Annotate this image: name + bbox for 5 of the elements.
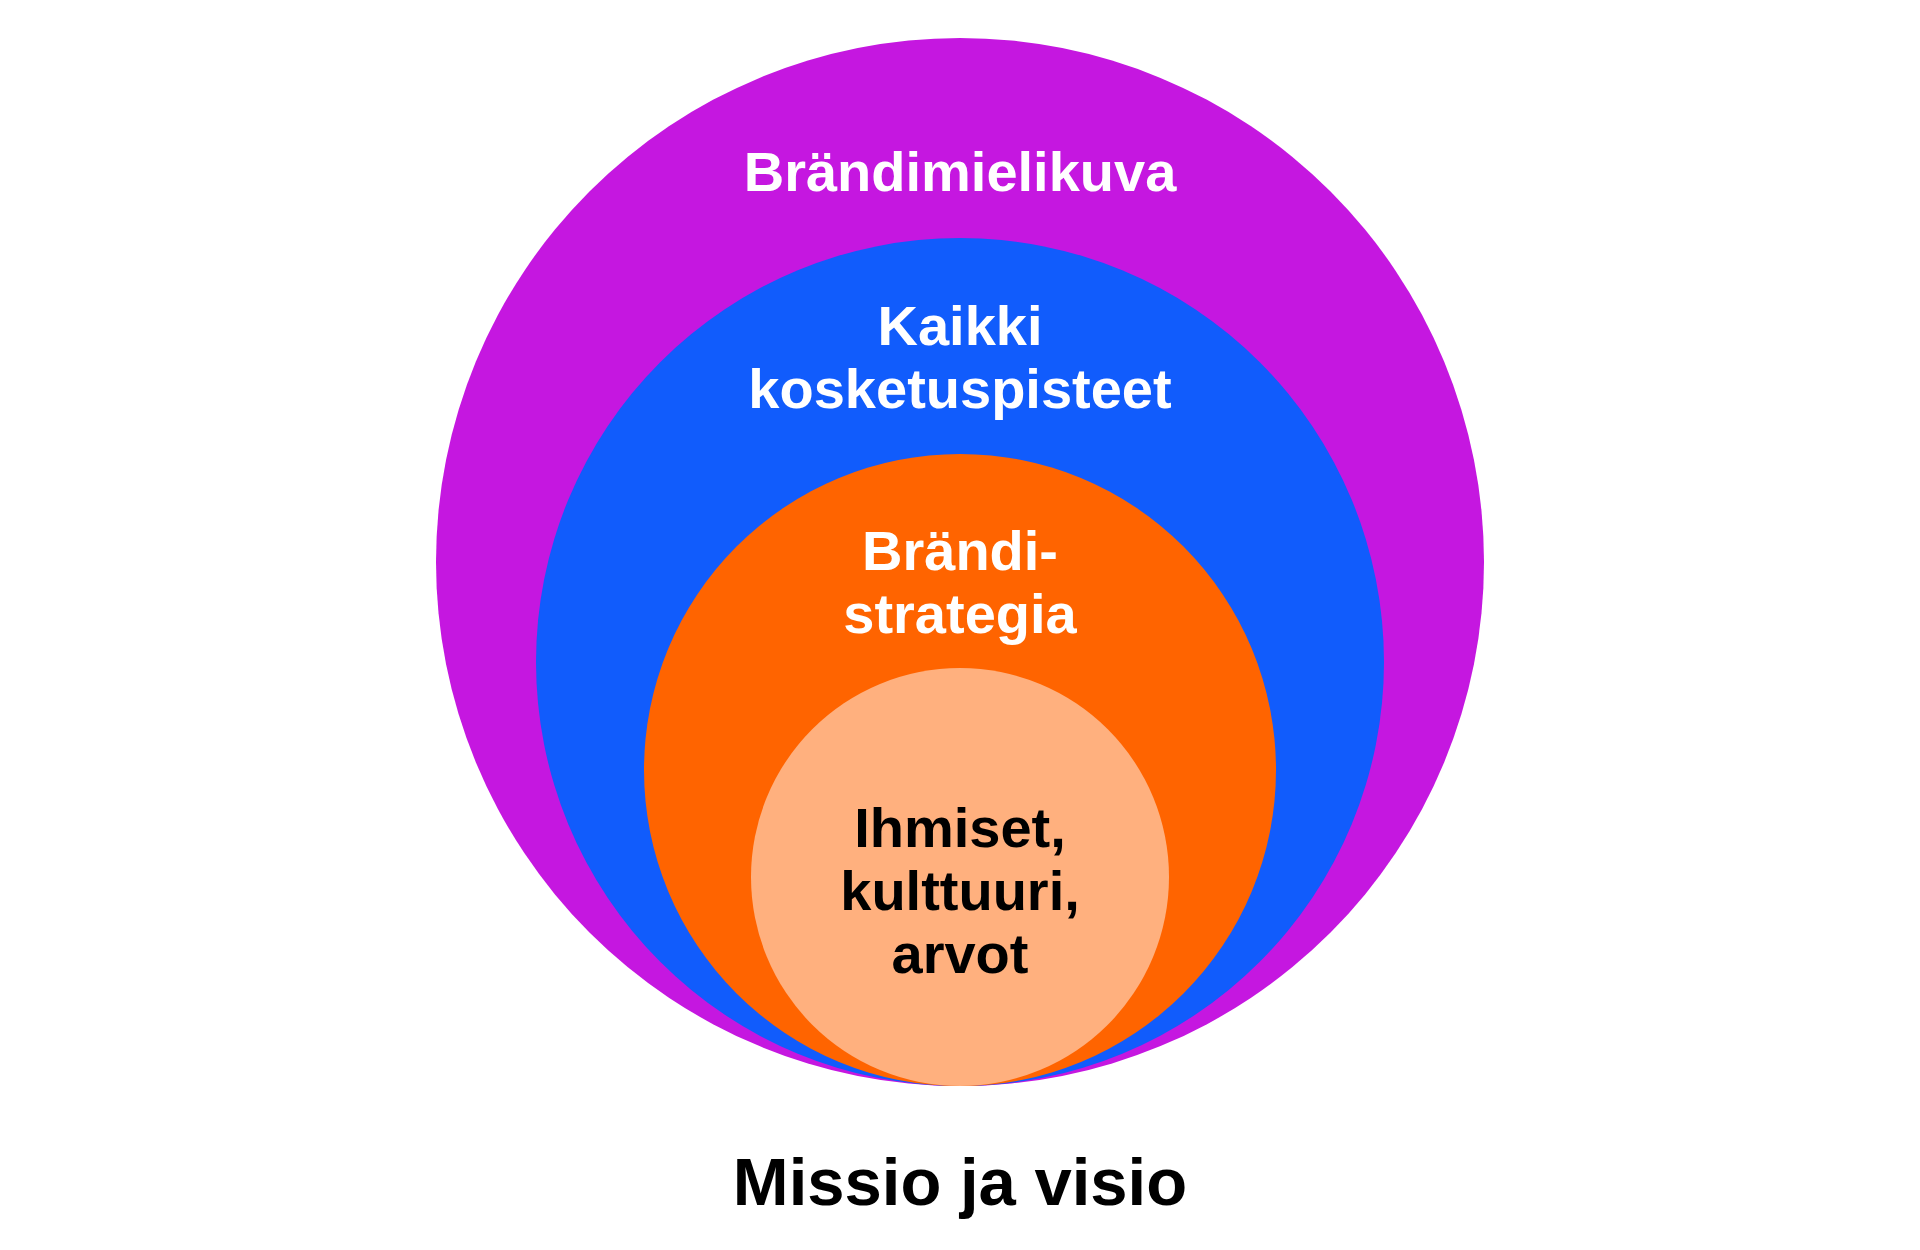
circle-label: Ihmiset, kulttuuri, arvot [840, 796, 1080, 985]
circle-label: Brändi- strategia [843, 519, 1077, 645]
circle-label: Kaikki kosketuspisteet [748, 294, 1172, 420]
circle-label: Brändimielikuva [743, 140, 1177, 203]
caption: Missio ja visio [732, 1143, 1188, 1221]
